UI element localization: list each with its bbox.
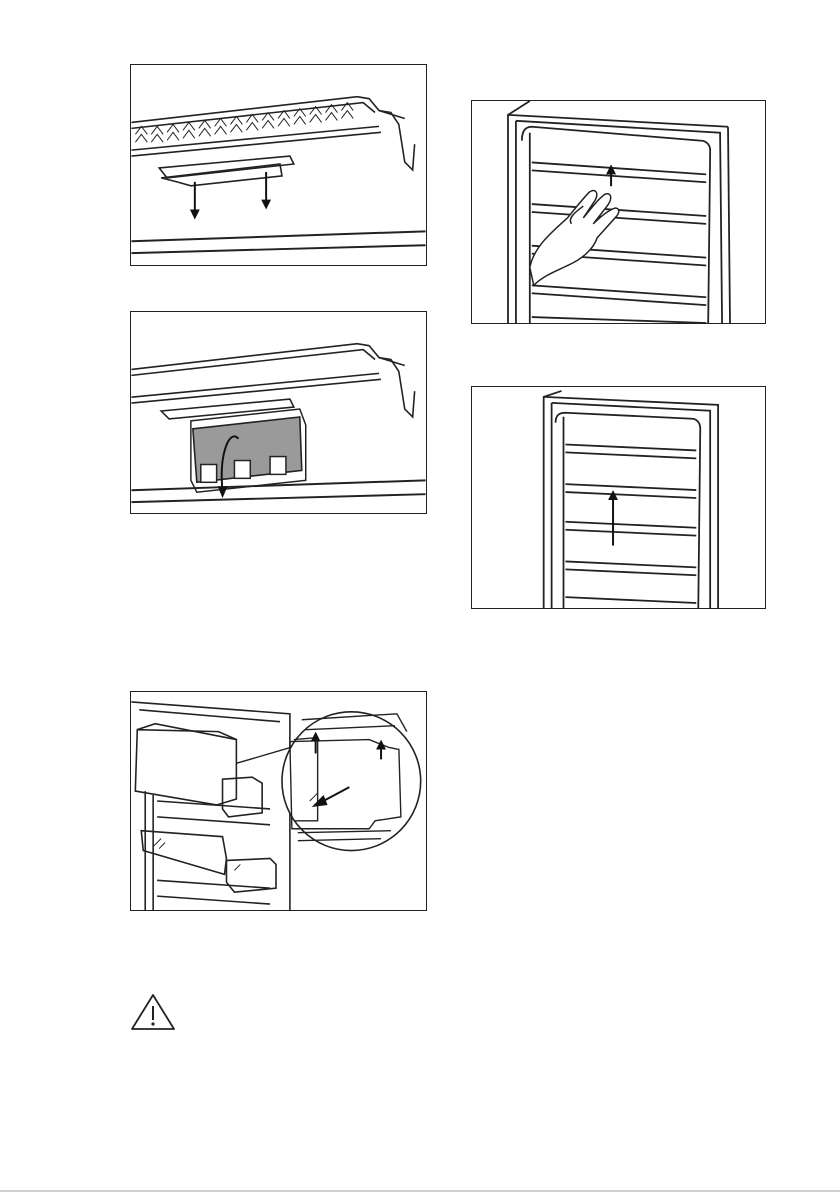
door-bins-illustration: [131, 692, 426, 910]
shelf-cover-illustration: [131, 65, 426, 265]
figure-glass-shelf-slide: [471, 386, 766, 609]
figure-filter-cover-rotate: [130, 311, 427, 514]
figure-door-bins-lift-out: [130, 691, 427, 911]
glass-shelf-slide-illustration: [472, 387, 765, 608]
filter-cover-illustration: [131, 312, 426, 513]
figure-glass-shelf-push: [471, 100, 766, 324]
glass-shelf-hand-illustration: [472, 101, 765, 323]
warning-triangle-icon: [130, 993, 176, 1031]
figure-shelf-cover-remove: [130, 64, 427, 266]
